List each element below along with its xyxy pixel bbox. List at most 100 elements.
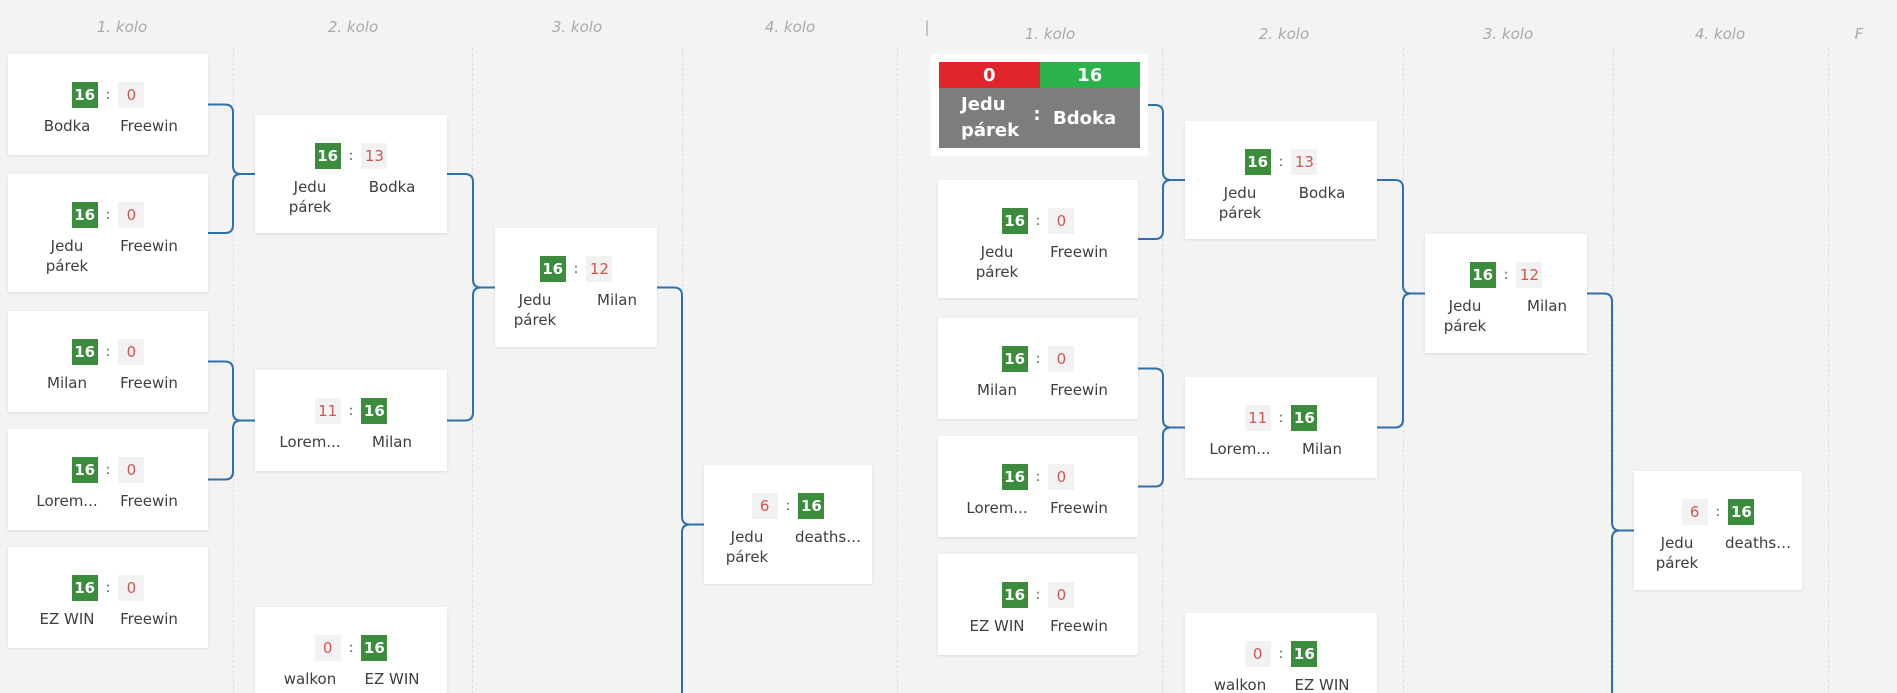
score-separator: : [1035, 351, 1041, 367]
score-team-1: 16 [1001, 582, 1028, 608]
match-scores: 0:16 [255, 635, 447, 661]
score-team-1: 6 [1681, 499, 1708, 525]
score-separator: : [105, 344, 111, 360]
team-name-2: EZ WIN [1294, 676, 1350, 693]
team-name-2: Milan [1302, 440, 1342, 458]
team-name-2: Freewin [1050, 381, 1108, 399]
score-separator: : [785, 498, 791, 514]
score-team-2: 0 [1048, 464, 1075, 490]
score-team-1: 0 [314, 635, 341, 661]
score-team-2: 0 [1048, 346, 1075, 372]
team-name-1: Milan [47, 374, 87, 392]
score-separator: : [1278, 646, 1284, 662]
team-name-1: Milan [977, 381, 1017, 399]
score-separator: : [348, 403, 354, 419]
team-name-2: Freewin [1050, 499, 1108, 517]
match-scores: 16:12 [495, 256, 657, 282]
score-separator: : [1035, 587, 1041, 603]
score-team-1: 16 [1001, 346, 1028, 372]
team-name-2: Freewin [1050, 617, 1108, 635]
score-separator: : [573, 261, 579, 277]
round-title: | [924, 18, 930, 36]
popup-separator: : [1033, 103, 1041, 125]
team-name-1: Jedu párek [1218, 184, 1262, 222]
bracket-connector-line [447, 173, 495, 289]
score-team-2: 0 [118, 575, 145, 601]
team-name-2: Freewin [120, 117, 178, 135]
score-team-2: 0 [1048, 582, 1075, 608]
score-team-2: 0 [118, 339, 145, 365]
score-team-1: 16 [1244, 149, 1271, 175]
match-scores: 16:0 [8, 202, 208, 228]
team-name-2: deathslin... [795, 528, 863, 546]
popup-score-bar: 0 16 [939, 62, 1140, 88]
team-name-2: Freewin [120, 492, 178, 510]
match-scores: 11:16 [1185, 405, 1377, 431]
score-team-1: 16 [1469, 262, 1496, 288]
score-team-2: 0 [118, 82, 145, 108]
score-team-2: 13 [361, 143, 388, 169]
popup-score-2: 16 [1039, 62, 1140, 88]
score-team-2: 16 [361, 635, 388, 661]
match-scores: 16:0 [8, 82, 208, 108]
match-teams: EZ WIN Freewin [938, 616, 1138, 636]
score-team-2: 16 [798, 493, 825, 519]
popup-team-2: Bdoka [1053, 107, 1117, 129]
match-card[interactable]: 16:0 EZ WIN Freewin [938, 554, 1138, 655]
team-name-2: Milan [372, 433, 412, 451]
team-name-2: Freewin [120, 237, 178, 255]
team-name-2: deathslin... [1725, 534, 1793, 552]
team-name-2: Milan [1527, 297, 1567, 315]
score-team-1: 16 [71, 457, 98, 483]
round-divider [472, 48, 473, 693]
score-team-1: 16 [71, 82, 98, 108]
team-name-1: walkon [1213, 676, 1267, 693]
match-hover-popup[interactable]: 0 16 Jedu párek : Bdoka [939, 62, 1140, 148]
match-scores: 16:0 [8, 339, 208, 365]
round-title: 4. kolo [764, 18, 816, 36]
bracket-connector-line [1377, 179, 1425, 295]
team-name-1: EZ WIN [969, 617, 1025, 635]
score-team-2: 16 [1291, 405, 1318, 431]
team-name-2: Bodka [368, 178, 416, 196]
team-name-1: Jedu párek [975, 243, 1019, 281]
round-title: 1. kolo [96, 18, 148, 36]
round-title: 2. kolo [327, 18, 379, 36]
match-scores: 16:12 [1425, 262, 1587, 288]
team-name-2: Freewin [1050, 243, 1108, 261]
match-scores: 11:16 [255, 398, 447, 424]
score-team-1: 0 [1244, 641, 1271, 667]
score-separator: : [105, 580, 111, 596]
score-separator: : [1035, 469, 1041, 485]
score-team-1: 6 [751, 493, 778, 519]
bracket-connector-line [1587, 292, 1634, 532]
round-divider [1613, 48, 1614, 693]
team-name-1: Lorem... [1209, 440, 1271, 458]
match-scores: 16:13 [255, 143, 447, 169]
match-scores: 6:16 [1634, 499, 1802, 525]
